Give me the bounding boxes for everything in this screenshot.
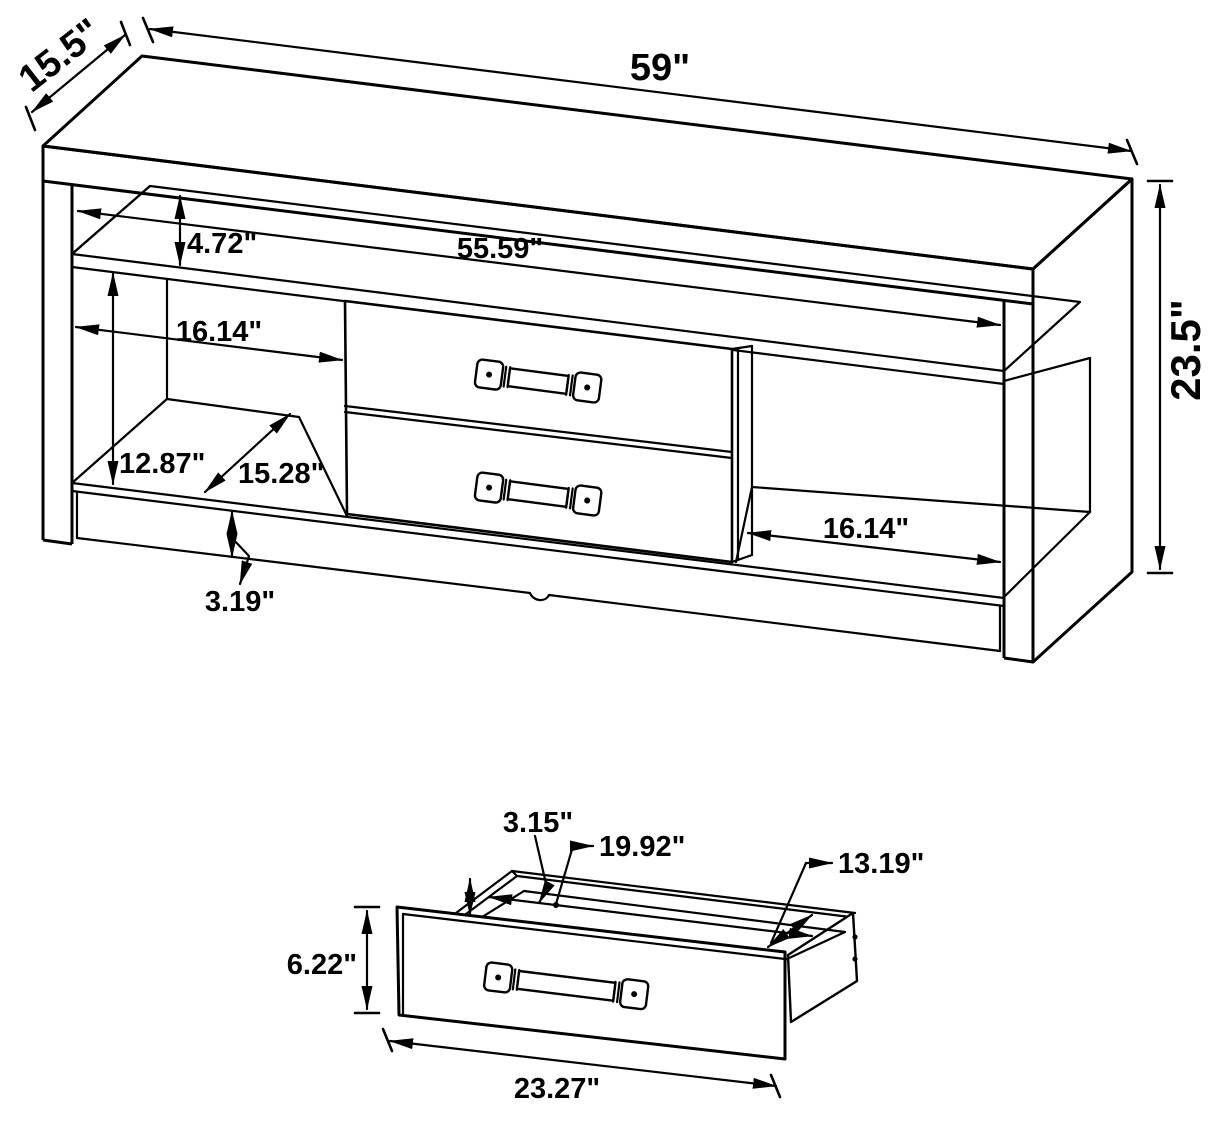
dim-drawer-side-height-line	[464, 877, 476, 917]
dim-stand-overall-height-label: 23.5"	[1162, 299, 1209, 401]
tv-stand-figure: 59" 15.5" 55.59" 4.72" 16.14"	[11, 11, 1209, 664]
stand-drawer-unit	[343, 299, 754, 564]
dim-stand-right-opening-label: 16.14"	[823, 513, 909, 545]
dim-stand-overall-height: 23.5"	[1146, 179, 1209, 575]
dim-stand-shelf-height-label: 4.72"	[187, 228, 257, 260]
dim-drawer-interior-width: 19.92"	[554, 831, 685, 906]
drawer-front-panel	[395, 905, 787, 1061]
dim-stand-left-opening: 16.14"	[74, 316, 344, 363]
stand-plinth	[75, 490, 1002, 653]
dim-stand-opening-depth-label: 15.28"	[238, 458, 324, 490]
dim-drawer-front-height: 6.22"	[287, 905, 381, 1015]
dim-drawer-side-height-label: 3.15"	[503, 807, 573, 839]
dim-drawer-interior-depth-line	[766, 913, 814, 949]
dim-stand-right-opening: 16.14"	[746, 513, 1002, 565]
dim-stand-opening-height-label: 12.87"	[119, 448, 205, 480]
dim-stand-left-opening-label: 16.14"	[176, 316, 262, 348]
dim-drawer-interior-depth: 13.19"	[769, 848, 924, 945]
dim-stand-base-height-label: 3.19"	[205, 586, 275, 618]
dim-drawer-interior-depth-label: 13.19"	[838, 848, 924, 880]
dim-drawer-front-height-label: 6.22"	[287, 949, 357, 981]
dim-drawer-front-width: 23.27"	[381, 1027, 782, 1105]
dim-drawer-interior-width-label: 19.92"	[599, 831, 685, 863]
dim-drawer-side-height: 3.15"	[503, 807, 573, 905]
dim-stand-opening-depth: 15.28"	[203, 412, 324, 494]
stand-lower-interior	[70, 277, 1092, 608]
dim-stand-shelf-height: 4.72"	[174, 194, 257, 267]
drawer-front-handle	[482, 961, 650, 1011]
drawer-figure: 3.15" 19.92" 13.19" 6.22"	[287, 807, 925, 1105]
dim-stand-width-label: 59"	[630, 47, 690, 89]
dim-drawer-front-width-label: 23.27"	[514, 1073, 600, 1105]
dim-stand-interior-width: 55.59"	[76, 208, 1002, 328]
drawer-handle-top	[473, 358, 603, 404]
dim-stand-interior-width-label: 55.59"	[457, 233, 543, 265]
dim-stand-opening-height: 12.87"	[107, 271, 205, 486]
dim-stand-width: 59"	[141, 16, 1139, 166]
drawer-handle-bottom	[473, 471, 603, 517]
drawer-dimensions: 3.15" 19.92" 13.19" 6.22"	[287, 807, 925, 1105]
dim-stand-base-height: 3.19"	[205, 509, 275, 618]
dim-stand-depth-label: 15.5"	[11, 11, 109, 101]
